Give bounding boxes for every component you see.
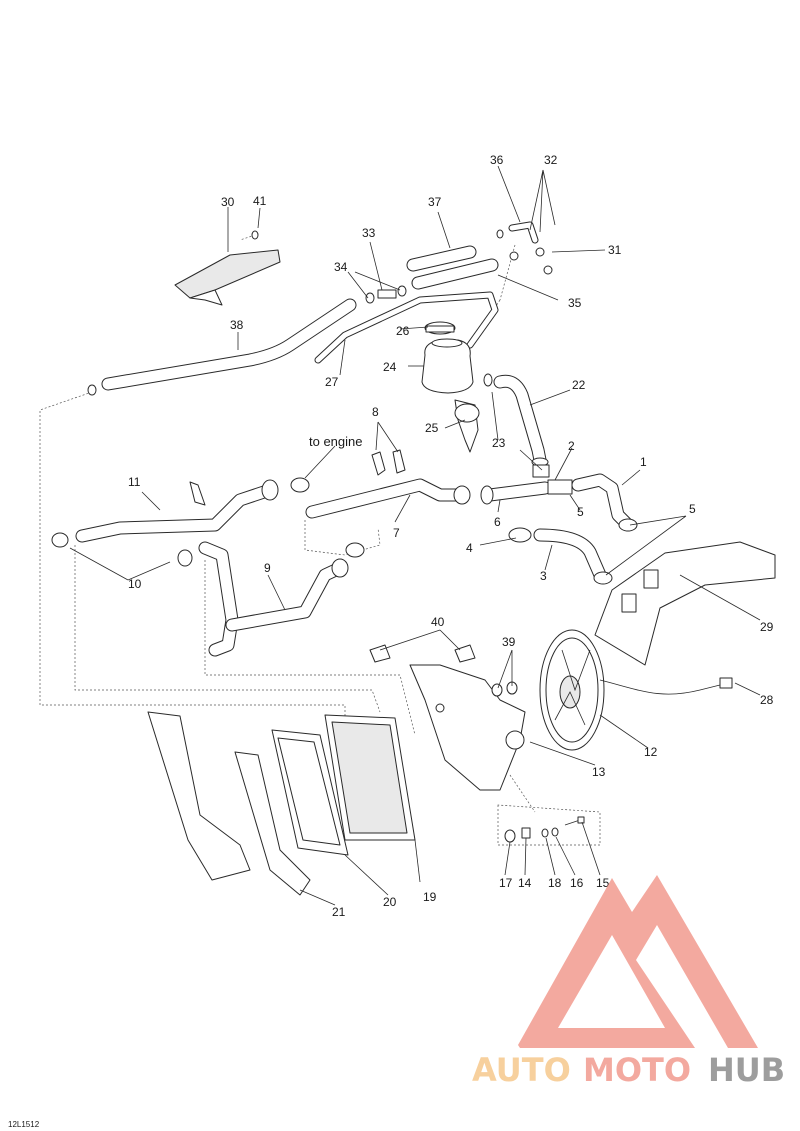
callout-36: 36: [490, 153, 504, 167]
callout-5-a: 5: [577, 505, 584, 519]
callout-39: 39: [502, 635, 516, 649]
cooling-fan-assembly: [539, 629, 733, 751]
callout-6: 6: [494, 515, 501, 529]
callout-23: 23: [492, 436, 506, 450]
callout-13: 13: [592, 765, 606, 779]
callout-21: 21: [332, 905, 346, 919]
expansion-tank-assembly: [421, 321, 480, 453]
protective-shroud: [594, 541, 776, 666]
radiator-stack: [147, 711, 416, 896]
callout-3: 3: [540, 569, 547, 583]
callout-22: 22: [572, 378, 586, 392]
automotohub-watermark: AUTO MOTO HUB: [472, 875, 785, 1089]
deflector-bracket: [174, 230, 281, 306]
callout-2: 2: [568, 439, 575, 453]
callout-9: 9: [264, 561, 271, 575]
callout-8: 8: [372, 405, 379, 419]
callout-26: 26: [396, 324, 410, 338]
hose-clamps: [51, 229, 638, 585]
callout-10: 10: [128, 577, 142, 591]
watermark-word-moto: MOTO: [583, 1051, 691, 1089]
callout-41: 41: [253, 194, 267, 208]
callout-7: 7: [393, 526, 400, 540]
callout-30: 30: [221, 195, 235, 209]
callout-33: 33: [362, 226, 376, 240]
callout-25: 25: [425, 421, 439, 435]
callout-38: 38: [230, 318, 244, 332]
drawing-code: 12L1512: [8, 1120, 40, 1129]
callout-14: 14: [518, 876, 532, 890]
callout-24: 24: [383, 360, 397, 374]
callout-37: 37: [428, 195, 442, 209]
callout-32: 32: [544, 153, 558, 167]
callout-17: 17: [499, 876, 513, 890]
callout-12: 12: [644, 745, 658, 759]
callout-1: 1: [640, 455, 647, 469]
callout-29: 29: [760, 620, 774, 634]
callout-40: 40: [431, 615, 445, 629]
callout-35: 35: [568, 296, 582, 310]
callout-18: 18: [548, 876, 562, 890]
callout-34: 34: [334, 260, 348, 274]
callout-11: 11: [128, 475, 141, 489]
callout-4: 4: [466, 541, 473, 555]
callout-27: 27: [325, 375, 339, 389]
callout-20: 20: [383, 895, 397, 909]
callout-5-b: 5: [689, 502, 696, 516]
callout-19: 19: [423, 890, 437, 904]
watermark-mark-icon: [518, 875, 758, 1048]
to-engine-note: to engine: [309, 434, 363, 449]
leader-lines: [69, 165, 761, 906]
callout-31: 31: [608, 243, 622, 257]
watermark-word-auto: AUTO: [472, 1051, 571, 1089]
mounting-hardware: [504, 816, 585, 843]
watermark-word-hub: HUB: [708, 1051, 785, 1089]
fan-support-plate: [369, 644, 526, 791]
callout-labels: 1 2 3 4 5 5 6 7 8 9 10 11 12 13 14 15 16…: [8, 153, 774, 1129]
callout-15: 15: [596, 876, 610, 890]
callout-16: 16: [570, 876, 584, 890]
callout-28: 28: [760, 693, 774, 707]
